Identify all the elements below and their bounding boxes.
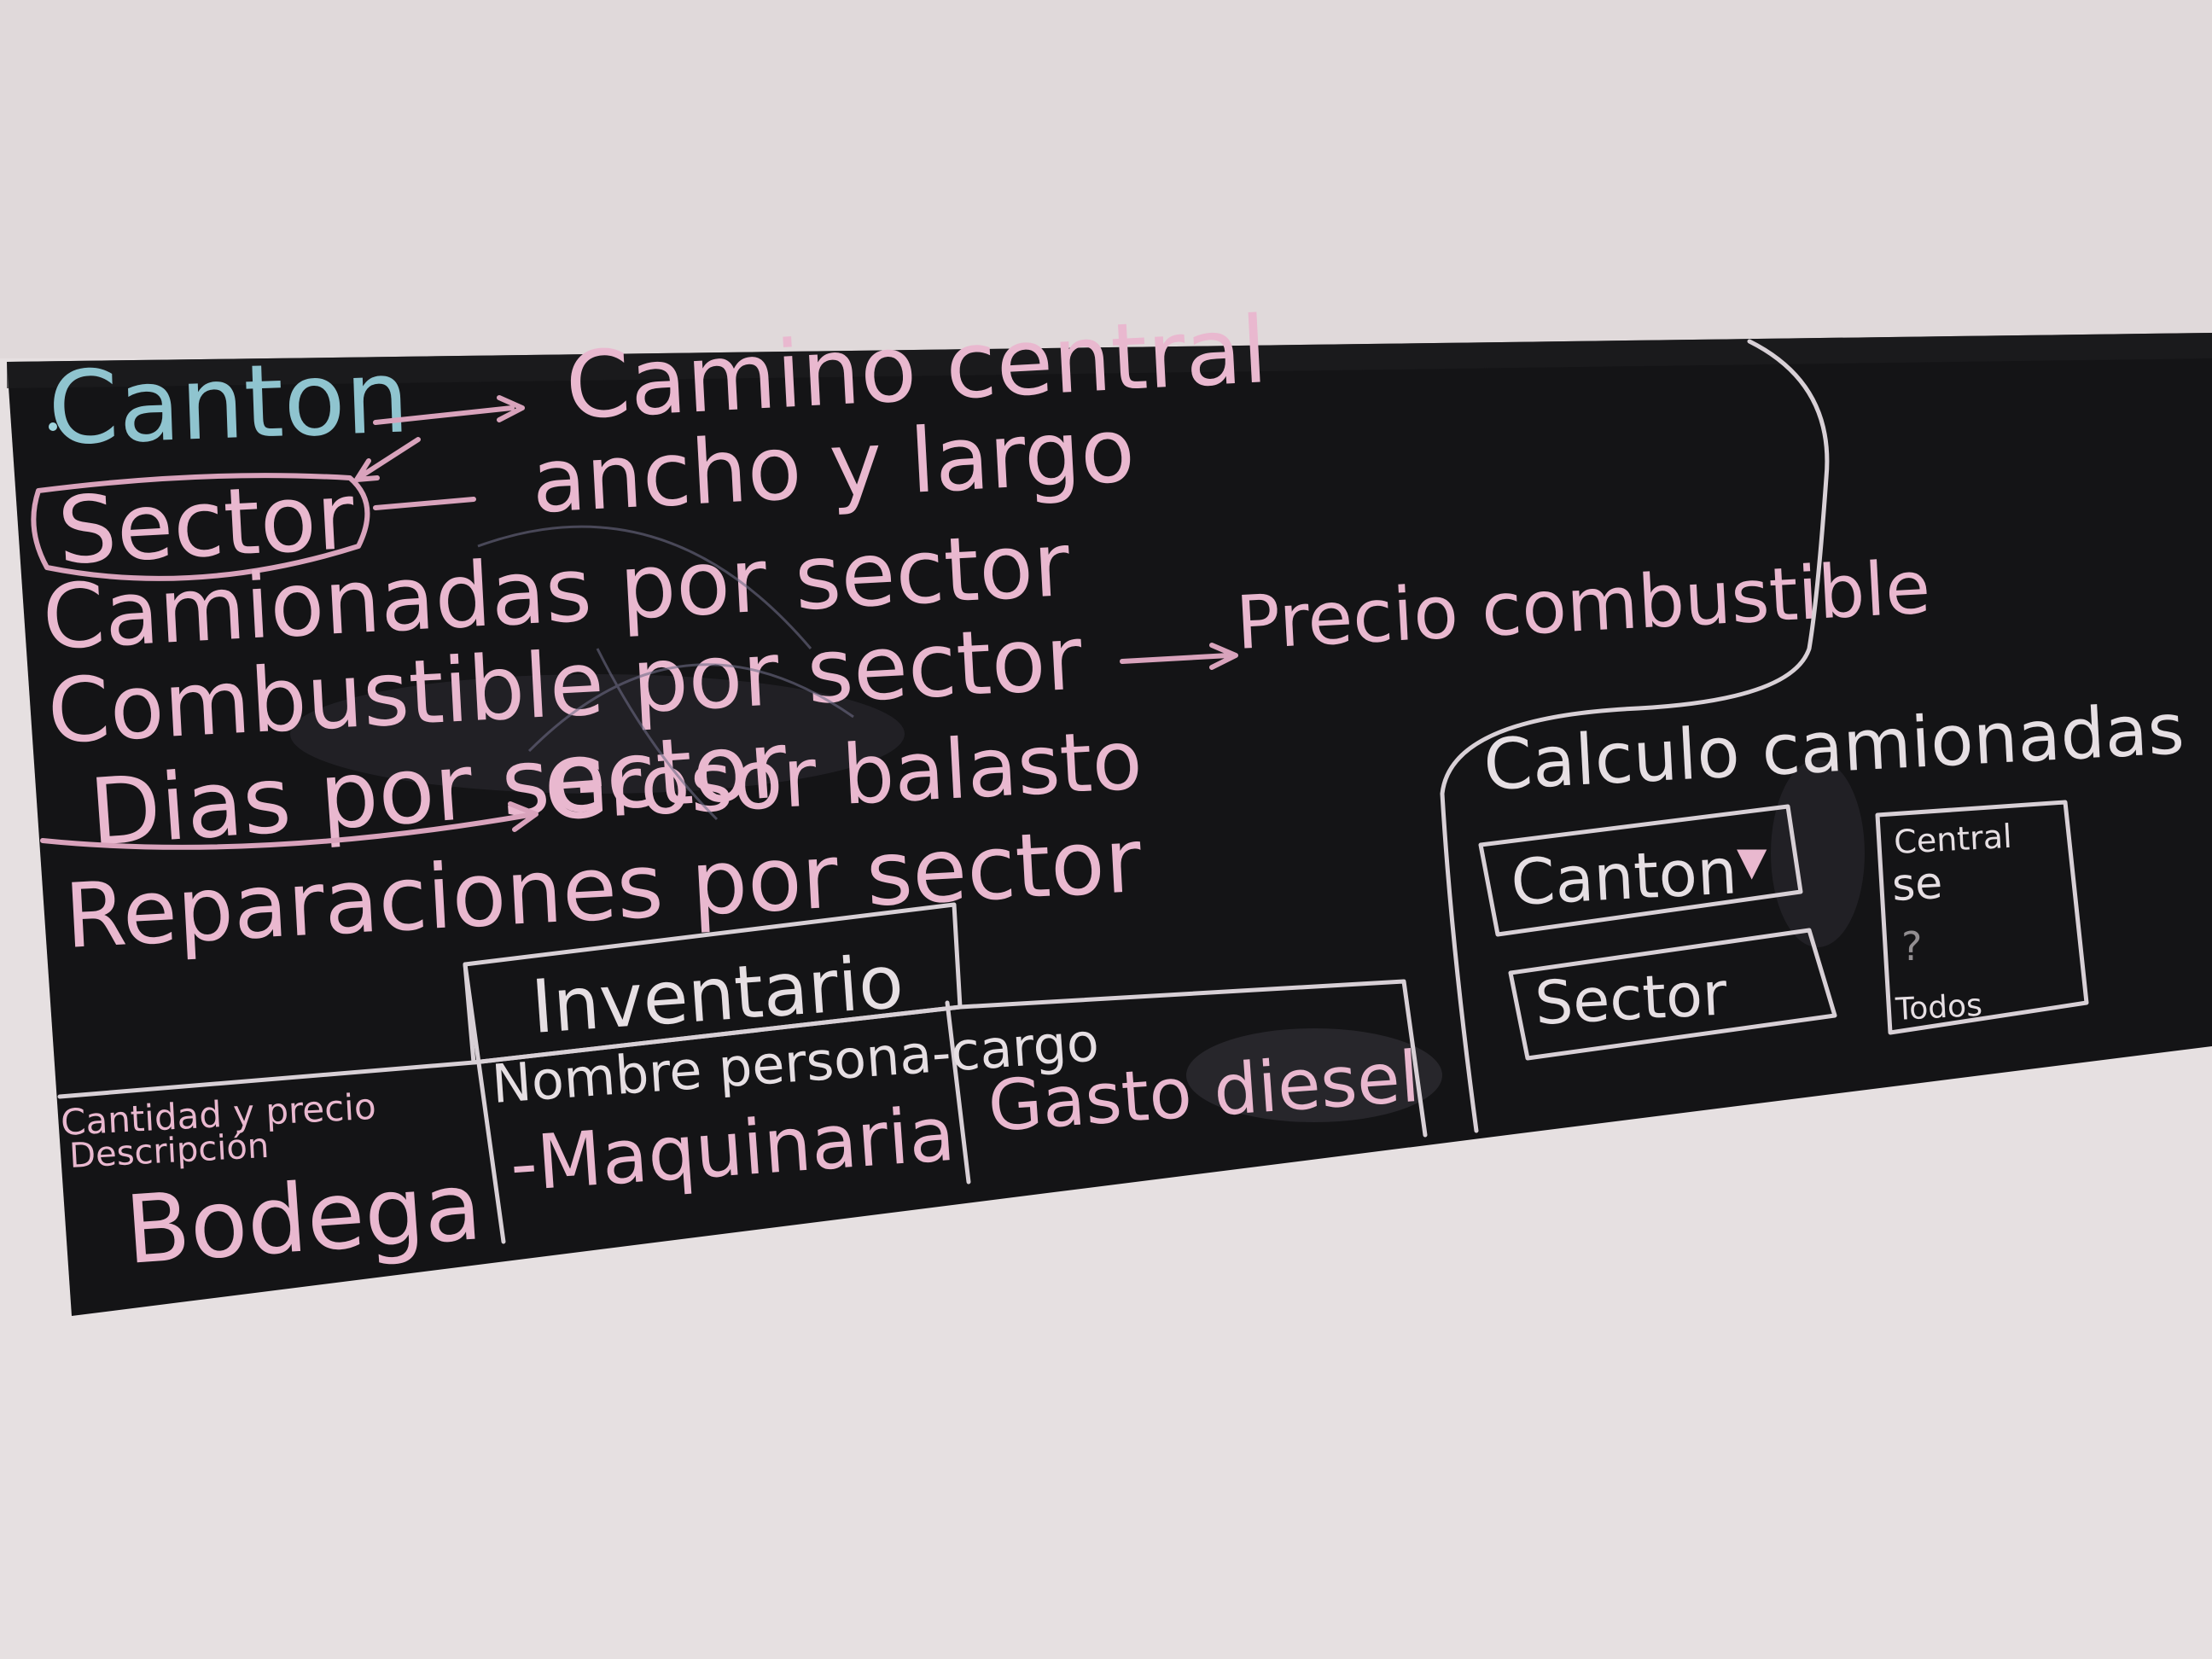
- arrow-canton-to-sector: [354, 437, 421, 482]
- arrow-canton-to-camino: [373, 395, 525, 425]
- blackboard: [7, 333, 2212, 1316]
- canton-select-box: [1478, 804, 1803, 937]
- sector-field-label: Sector: [1534, 958, 1729, 1039]
- bodega-label: Bodega: [122, 1151, 485, 1285]
- erase-smudge: [1186, 1028, 1442, 1122]
- erase-smudge: [1771, 760, 1865, 947]
- faint-connectors: [477, 525, 854, 821]
- arrow-to-precio: [1120, 643, 1238, 670]
- sector-label: Sector: [55, 463, 358, 585]
- sector-field-box: [1508, 928, 1837, 1061]
- sector-circle: [31, 473, 370, 581]
- table-divider-2: [945, 1000, 971, 1185]
- table-divider-1: [463, 962, 506, 1244]
- wall-shadow-top: [0, 0, 2212, 358]
- option-se: se: [1891, 858, 1944, 911]
- dropdown-arrow-icon: ▼: [1737, 838, 1767, 884]
- canton-select-label: Canton: [1509, 835, 1738, 920]
- option-blank: ?: [1901, 923, 1922, 969]
- option-todos: Todos: [1894, 988, 1983, 1027]
- line-sector-to-ancho: [373, 497, 476, 510]
- table-top-line: [57, 979, 1428, 1138]
- erase-smudge: [290, 674, 905, 794]
- arrow-dias-to-grosor: [40, 801, 538, 850]
- chalk-dot: [49, 422, 57, 431]
- blackboard-top-edge: [7, 333, 2212, 388]
- option-central: Central: [1893, 818, 2012, 861]
- divider-curve: [1440, 339, 1830, 1133]
- canton-label: Canton: [46, 337, 410, 468]
- options-list-box: [1875, 800, 2089, 1035]
